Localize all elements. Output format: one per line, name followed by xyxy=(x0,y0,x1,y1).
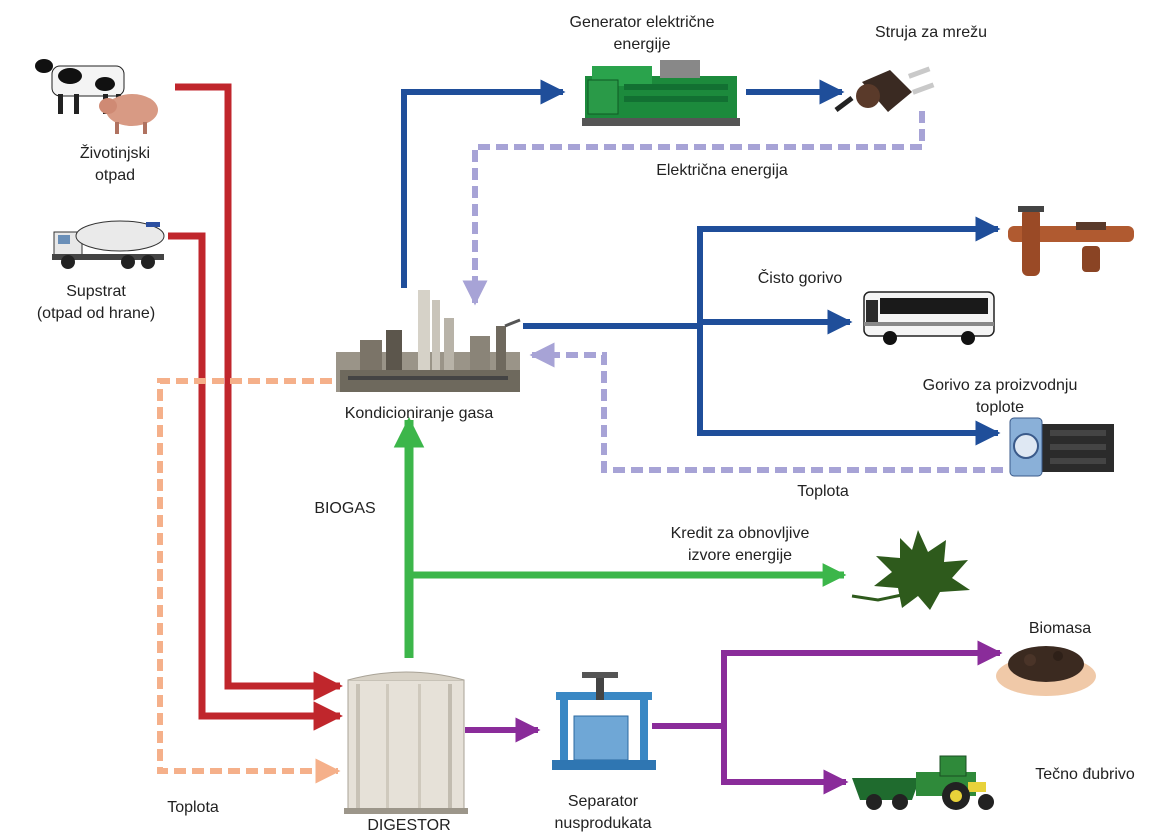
peach-flow-heat xyxy=(157,378,341,784)
label-gorivo-toplota: Gorivo za proizvodnju toplote xyxy=(922,377,1078,416)
lavender-flow-electricity xyxy=(462,111,925,306)
label-kredit: Kredit za obnovljive izvore energije xyxy=(670,525,810,564)
soil-in-hands-icon xyxy=(996,646,1096,696)
blue-flow-to-pipeline xyxy=(697,216,1001,436)
label-separator: Separator nusprodukata xyxy=(554,793,652,832)
red-flow-animal-waste xyxy=(175,83,343,701)
separator-press-icon xyxy=(552,672,656,770)
maple-leaf-icon xyxy=(851,530,970,610)
boiler-icon xyxy=(1009,417,1114,477)
digestor-tank-icon xyxy=(344,671,468,814)
label-tecno-dubrivo: Tečno đubrivo xyxy=(1035,766,1135,783)
label-kondicioniranje-gasa: Kondicioniranje gasa xyxy=(344,405,494,422)
bus-icon xyxy=(863,291,995,345)
cow-and-pig-icon xyxy=(35,59,158,134)
label-digestor: DIGESTOR xyxy=(367,817,451,834)
label-struja-za-mrezu: Struja za mrežu xyxy=(874,24,988,41)
tractor-trailer-icon xyxy=(852,755,994,810)
label-generator: Generator električne energije xyxy=(569,14,715,53)
pipeline-icon xyxy=(1008,206,1134,276)
label-biomasa: Biomasa xyxy=(1028,620,1092,637)
generator-icon xyxy=(582,60,740,126)
label-biogas: BIOGAS xyxy=(314,500,376,517)
label-supstrat: Supstrat (otpad od hrane) xyxy=(36,283,156,322)
blue-flow-to-generator xyxy=(401,79,566,288)
red-flow-substrate xyxy=(168,232,343,731)
label-elektricna-energija: Električna energija xyxy=(656,162,788,179)
label-zivotinjski-otpad: Životinjski otpad xyxy=(79,145,151,184)
label-toplota-right: Toplota xyxy=(797,483,849,500)
label-cisto-gorivo: Čisto gorivo xyxy=(757,270,843,287)
tanker-truck-icon xyxy=(52,220,165,269)
label-toplota-left: Toplota xyxy=(167,799,219,816)
gas-conditioning-plant-icon xyxy=(336,290,521,392)
purple-flow-to-biomass xyxy=(721,640,1003,785)
power-plug-icon xyxy=(834,66,935,112)
lavender-flow-heat xyxy=(529,342,1003,473)
